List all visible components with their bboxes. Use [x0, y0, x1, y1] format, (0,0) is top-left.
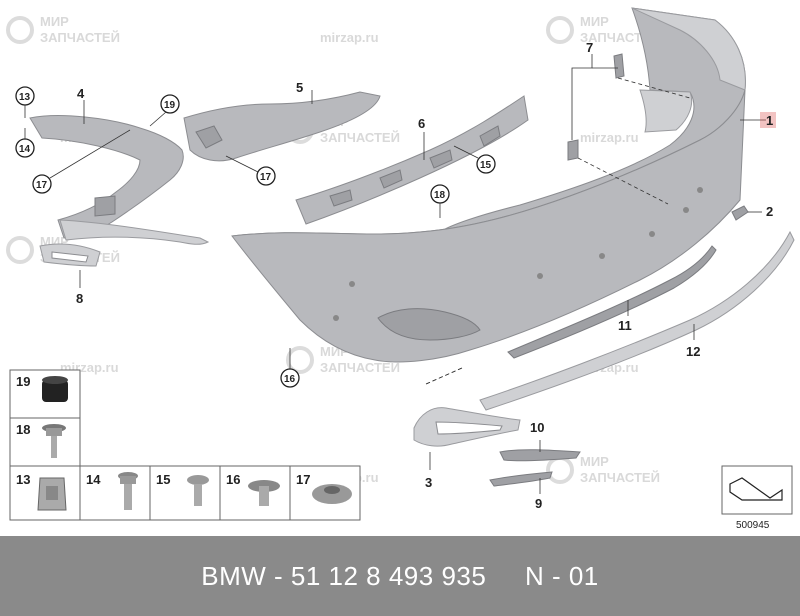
- push-rivet-icon: [187, 475, 209, 506]
- callout-5: 5: [296, 80, 303, 95]
- callout-1: 1: [766, 113, 773, 128]
- callout-2: 2: [766, 204, 773, 219]
- footer-bar: BMW - 51 12 8 493 935 N - 01: [0, 536, 800, 616]
- callout-19-circle: 19: [149, 94, 180, 127]
- watermark-brand-line1: МИР: [580, 14, 609, 29]
- callout-19: 19: [164, 100, 176, 111]
- hardware-15-label: 15: [156, 472, 170, 487]
- callout-9: 9: [535, 496, 542, 511]
- part-8-frame: 8: [39, 243, 101, 306]
- part-5-upper-bracket: 5: [183, 80, 381, 162]
- hardware-19-label: 19: [16, 374, 30, 389]
- part-3-reflector-frame: 3: [413, 367, 521, 490]
- callout-17-circle-mid: 17: [225, 155, 276, 186]
- callout-13-circle: 13: [15, 86, 35, 118]
- parts-diagram: МИР ЗАПЧАСТЕЙ mirzap.ru МИР ЗАПЧАСТЕЙ mi…: [6, 7, 795, 531]
- nut-clip-icon: [37, 477, 67, 511]
- callout-13: 13: [19, 92, 31, 103]
- part-6-beam: 6: [295, 95, 529, 225]
- callout-16: 16: [284, 374, 296, 385]
- callout-8: 8: [76, 291, 83, 306]
- callout-15: 15: [480, 160, 492, 171]
- grommet-icon: [42, 376, 68, 402]
- hardware-legend: 19 18 13 14 15 16: [9, 369, 361, 521]
- watermark-domain: mirzap.ru: [320, 30, 379, 45]
- flange-screw-icon: [42, 424, 66, 458]
- hardware-14-label: 14: [86, 472, 101, 487]
- watermark-logo: МИР ЗАПЧАСТЕЙ: [6, 14, 120, 45]
- hardware-17-label: 17: [296, 472, 310, 487]
- reference-number: 500945: [736, 520, 770, 531]
- watermark-brand-line1: МИР: [580, 454, 609, 469]
- part-number-label: BMW - 51 12 8 493 935 N - 01: [201, 560, 599, 591]
- part-11-trim-strip: 11: [507, 245, 717, 359]
- callout-10: 10: [530, 420, 544, 435]
- watermark-brand-line2: ЗАПЧАСТЕЙ: [320, 360, 400, 375]
- hardware-18-label: 18: [16, 422, 30, 437]
- callout-6: 6: [418, 116, 425, 131]
- callout-17-circle-left: 17: [32, 129, 131, 194]
- callout-3: 3: [425, 475, 432, 490]
- watermark-brand-line2: ЗАПЧАСТЕЙ: [320, 130, 400, 145]
- callout-18: 18: [434, 190, 446, 201]
- callout-14-circle: 14: [15, 128, 35, 158]
- part-12-diffuser-strip: 12: [479, 230, 795, 411]
- reference-box: 500945: [721, 465, 793, 531]
- callout-14: 14: [19, 144, 31, 155]
- bolt-icon: [118, 472, 138, 510]
- flange-nut-icon: [312, 484, 352, 504]
- callout-16-circle: 16: [280, 348, 300, 388]
- callout-17-left: 17: [36, 180, 48, 191]
- watermark-brand-line2: ЗАПЧАСТЕЙ: [580, 470, 660, 485]
- callout-18-circle: 18: [430, 184, 450, 218]
- callout-7: 7: [586, 40, 593, 55]
- washer-screw-icon: [248, 480, 280, 506]
- hardware-16-label: 16: [226, 472, 240, 487]
- highlight-marker: [760, 112, 776, 128]
- part-10-trim: 10: [499, 420, 581, 462]
- watermark-domain: mirzap.ru: [580, 130, 639, 145]
- callout-17-mid: 17: [260, 172, 272, 183]
- callout-12: 12: [686, 344, 700, 359]
- arrow-icon: [729, 477, 783, 501]
- part-7-bracket: 7: [567, 40, 691, 205]
- part-2-clip: 2: [731, 204, 773, 221]
- callout-4: 4: [77, 86, 85, 101]
- part-9-trim: 9: [489, 471, 553, 511]
- callout-11: 11: [618, 318, 632, 333]
- watermark-logo: МИР ЗАПЧАСТЕЙ: [286, 344, 400, 375]
- part-4-left-bracket: 4: [29, 86, 210, 245]
- callout-15-circle: 15: [453, 145, 496, 174]
- hardware-13-label: 13: [16, 472, 30, 487]
- watermark-brand-line2: ЗАПЧАСТЕЙ: [40, 30, 120, 45]
- part-1-bumper-panel: 1: [231, 7, 776, 363]
- watermark-brand-line1: МИР: [40, 14, 69, 29]
